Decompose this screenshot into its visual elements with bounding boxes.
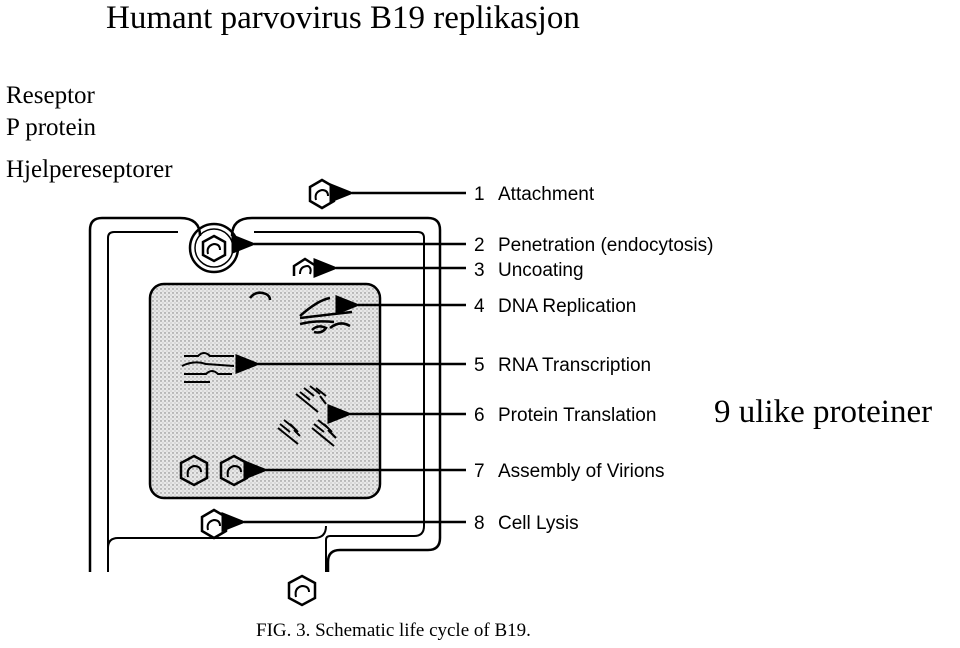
step-5-number: 5 — [474, 355, 485, 376]
step-1-label: Attachment — [498, 184, 595, 205]
step-5-label: RNA Transcription — [498, 355, 651, 376]
step-3-label: Uncoating — [498, 260, 584, 281]
step-2-label: Penetration (endocytosis) — [498, 235, 713, 256]
step-8-number: 8 — [474, 513, 485, 534]
viral-dna-icon — [249, 291, 272, 301]
virion-icon — [308, 178, 336, 210]
step-6-number: 6 — [474, 405, 485, 426]
virion-icon — [179, 454, 209, 487]
polysome-icon — [277, 385, 337, 447]
step-7-number: 7 — [474, 461, 485, 482]
virion-icon — [201, 234, 227, 263]
rna-transcripts-icon — [181, 352, 235, 383]
side-label-helper-receptors: Hjelpereseptorer — [6, 156, 173, 183]
step-6-label: Protein Translation — [498, 405, 656, 426]
step-4-number: 4 — [474, 296, 485, 317]
figure-caption: FIG. 3. Schematic life cycle of B19. — [256, 620, 531, 641]
note-nine-proteins: 9 ulike proteiner — [714, 394, 933, 430]
uncoating-capsid-icon — [292, 257, 317, 276]
step-8-label: Cell Lysis — [498, 513, 579, 534]
step-4-label: DNA Replication — [498, 296, 636, 317]
virion-icon — [200, 508, 228, 540]
side-label-p-protein: P protein — [6, 114, 97, 141]
virion-icon — [287, 574, 317, 607]
cell-membrane — [88, 216, 442, 572]
page-title: Humant parvovirus B19 replikasjon — [106, 0, 580, 36]
step-1-number: 1 — [474, 184, 485, 205]
step-2-number: 2 — [474, 235, 485, 256]
nucleus — [148, 282, 382, 500]
step-7-label: Assembly of Virions — [498, 461, 665, 482]
endocytic-vesicle — [188, 222, 240, 274]
side-label-receptor: Reseptor — [6, 82, 95, 109]
step-3-number: 3 — [474, 260, 485, 281]
